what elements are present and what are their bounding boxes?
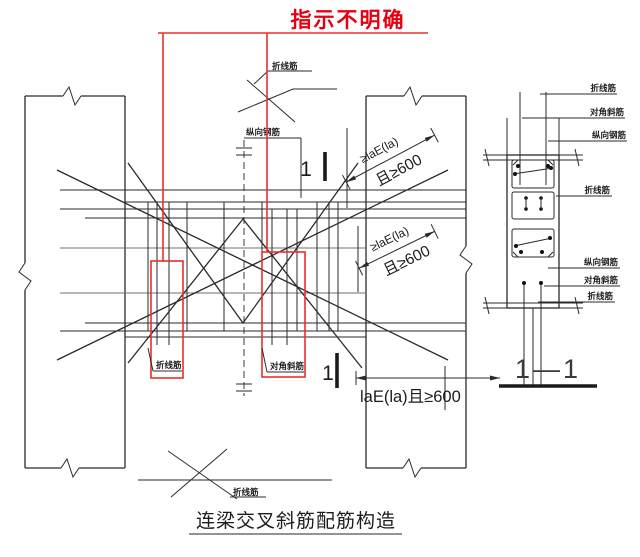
svg-text:纵向钢筋: 纵向钢筋 <box>584 257 619 267</box>
longitudinal-bar-label-main: 纵向钢筋 <box>244 127 302 198</box>
stirrup-top <box>511 159 555 189</box>
section-number-bottom: 1 <box>322 362 334 385</box>
svg-text:对角斜筋: 对角斜筋 <box>590 107 625 117</box>
section-number-top: 1 <box>300 158 312 181</box>
stirrup-bottom <box>511 228 555 258</box>
annotation-text: 指示不明确 <box>291 8 406 32</box>
svg-text:对角斜筋: 对角斜筋 <box>584 275 619 285</box>
dimension-anchor-bottom: laE(la)且≥600 <box>355 366 500 410</box>
highlight-box-labels: 折线筋 对角斜筋 <box>147 347 305 373</box>
bent-bar-label-top: 折线筋 <box>272 61 298 71</box>
left-wall-pier <box>18 85 126 479</box>
stirrup-middle <box>511 191 555 220</box>
dimension-anchor-middle: ≥laE(la) 且≥600 <box>355 224 439 292</box>
svg-text:≥laE(la): ≥laE(la) <box>368 224 411 255</box>
bent-bar-callout-bottom: 折线筋 <box>138 448 332 500</box>
section-title: 1—1 <box>499 354 597 388</box>
svg-text:纵向钢筋: 纵向钢筋 <box>592 130 627 140</box>
beam-longitudinal-bars <box>60 189 466 338</box>
center-section-line <box>236 140 252 396</box>
right-wall-pier <box>365 85 473 479</box>
section-1-1-detail <box>483 92 583 386</box>
section-labels: 折线筋 对角斜筋 纵向钢筋 折线筋 纵向钢筋 对角斜筋 折线筋 <box>522 83 627 303</box>
highlight-box-bent-bar <box>150 260 184 379</box>
svg-text:≥laE(la): ≥laE(la) <box>358 134 401 166</box>
section-cut-mark-top: 1 <box>300 152 327 181</box>
highlight-box-diagonal-bar <box>261 251 306 378</box>
svg-text:折线筋: 折线筋 <box>587 291 613 301</box>
svg-text:连梁交叉斜筋配筋构造: 连梁交叉斜筋配筋构造 <box>196 510 396 532</box>
svg-text:且≥600: 且≥600 <box>381 242 434 279</box>
svg-text:1—1: 1—1 <box>515 354 581 384</box>
bent-bar-callout-top: 折线筋 <box>237 61 337 123</box>
svg-text:折线筋: 折线筋 <box>156 360 182 370</box>
red-annotation: 指示不明确 <box>150 8 428 379</box>
svg-text:对角斜筋: 对角斜筋 <box>270 361 305 371</box>
svg-text:折线筋: 折线筋 <box>584 185 610 195</box>
svg-text:纵向钢筋: 纵向钢筋 <box>246 127 281 137</box>
section-cut-mark-bottom: 1 <box>322 353 339 388</box>
diagonal-and-bent-bars <box>56 162 449 369</box>
dimension-anchor-upper: ≥laE(la) 且≥600 <box>342 127 439 208</box>
svg-text:laE(la)且≥600: laE(la)且≥600 <box>360 388 461 406</box>
svg-text:折线筋: 折线筋 <box>590 83 616 93</box>
main-title: 连梁交叉斜筋配筋构造 <box>189 510 402 535</box>
bent-bar-label-bottom: 折线筋 <box>233 487 259 497</box>
